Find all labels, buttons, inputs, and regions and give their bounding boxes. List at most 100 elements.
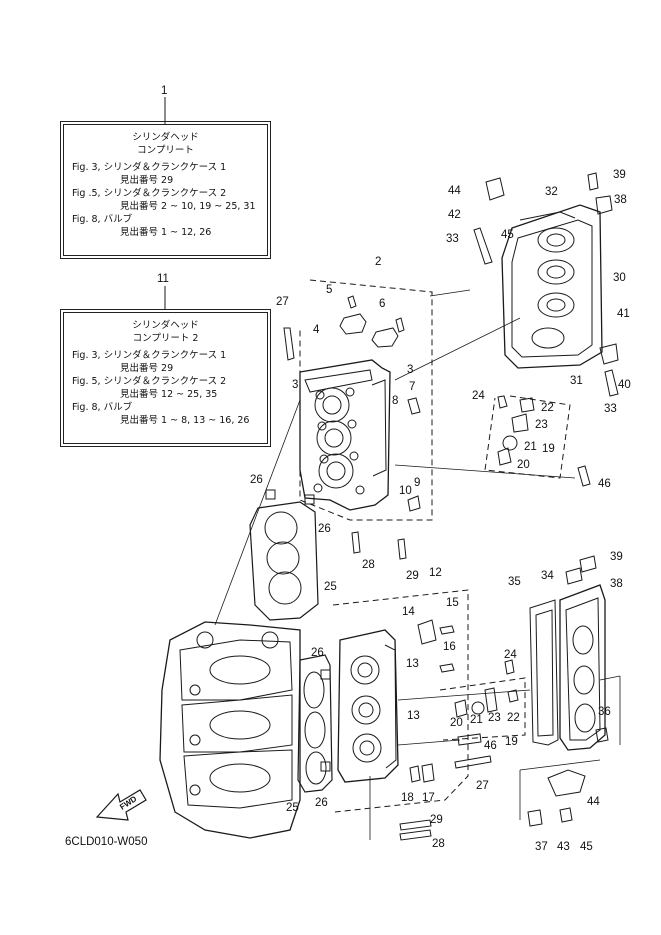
callout-13: 13 bbox=[406, 658, 419, 670]
group-box-19b bbox=[439, 677, 526, 741]
callout-10: 10 bbox=[399, 485, 412, 497]
note-11-title: シリンダヘッド bbox=[132, 320, 199, 331]
callout-18: 18 bbox=[401, 792, 414, 804]
note-11-sub-1: 見出番号 29 bbox=[120, 363, 174, 374]
note-11-sub-3: 見出番号 1 ~ 8, 13 ~ 16, 26 bbox=[120, 415, 250, 426]
callout-34: 34 bbox=[541, 570, 554, 582]
note-11-line-1: Fig. 3, シリンダ＆クランクケース 1 見出番号 29 bbox=[72, 349, 259, 375]
cylinder-head-upper bbox=[299, 359, 391, 511]
callout-40: 40 bbox=[618, 379, 631, 391]
callout-25b: 25 bbox=[286, 802, 299, 814]
note-1-line-3: Fig. 8, バルブ 見出番号 1 ~ 12, 26 bbox=[72, 213, 259, 239]
callout-45: 45 bbox=[501, 229, 514, 241]
callout-26b: 26 bbox=[318, 523, 331, 535]
cylinder-block bbox=[159, 621, 301, 839]
callout-43: 43 bbox=[557, 841, 570, 853]
callout-46b: 46 bbox=[484, 740, 497, 752]
callout-17: 17 bbox=[422, 792, 435, 804]
callout-44: 44 bbox=[448, 185, 461, 197]
callout-28b: 28 bbox=[432, 838, 445, 850]
note-1-sub-2: 見出番号 2 ~ 10, 19 ~ 25, 31 bbox=[120, 201, 256, 212]
callout-26d: 26 bbox=[315, 797, 328, 809]
assembly-lines bbox=[214, 289, 621, 840]
group-box-19 bbox=[484, 395, 571, 479]
note-1-line-1: Fig. 3, シリンダ＆クランクケース 1 見出番号 29 bbox=[72, 161, 259, 187]
group-box-12 bbox=[332, 589, 469, 813]
callout-33b: 33 bbox=[604, 403, 617, 415]
callout-21b: 21 bbox=[470, 714, 483, 726]
callout-9: 9 bbox=[414, 477, 420, 489]
note-11-line-3: Fig. 8, バルブ 見出番号 1 ~ 8, 13 ~ 16, 26 bbox=[72, 401, 259, 427]
callout-22b: 22 bbox=[507, 712, 520, 724]
callout-31: 31 bbox=[570, 375, 583, 387]
note-1-sub-1: 見出番号 29 bbox=[120, 175, 174, 186]
callout-5: 5 bbox=[326, 284, 332, 296]
callout-6: 6 bbox=[379, 298, 385, 310]
note-11-line-2: Fig. 5, シリンダ＆クランクケース 2 見出番号 12 ~ 25, 35 bbox=[72, 375, 259, 401]
drawing-code: 6CLD010-W050 bbox=[65, 836, 148, 848]
callout-30: 30 bbox=[613, 272, 626, 284]
callout-22: 22 bbox=[541, 402, 554, 414]
callout-14: 14 bbox=[402, 606, 415, 618]
callout-12: 12 bbox=[429, 567, 442, 579]
fwd-arrow-icon: FWD bbox=[95, 789, 147, 821]
callout-28: 28 bbox=[362, 559, 375, 571]
note-ref-11: 11 bbox=[157, 273, 169, 285]
callout-27b: 27 bbox=[476, 780, 489, 792]
note-1-subtitle: コンプリート bbox=[137, 145, 194, 156]
note-1-fig-2: Fig .5, シリンダ＆クランクケース 2 bbox=[72, 188, 227, 199]
callout-7: 7 bbox=[409, 381, 415, 393]
callout-45b: 45 bbox=[580, 841, 593, 853]
callout-29b: 29 bbox=[430, 814, 443, 826]
callout-27: 27 bbox=[276, 296, 289, 308]
callout-42: 42 bbox=[448, 209, 461, 221]
exhaust-cover-34 bbox=[559, 584, 606, 751]
note-1-sub-3: 見出番号 1 ~ 12, 26 bbox=[120, 227, 212, 238]
callout-39b: 39 bbox=[610, 551, 623, 563]
note-1-fig-1: Fig. 3, シリンダ＆クランクケース 1 bbox=[72, 162, 227, 173]
callout-41: 41 bbox=[617, 308, 630, 320]
callout-37: 37 bbox=[535, 841, 548, 853]
callout-labels: 2 3 3 4 5 6 7 8 9 10 12 13 13 14 15 16 1… bbox=[250, 169, 631, 853]
callout-24: 24 bbox=[472, 390, 485, 402]
callout-4: 4 bbox=[313, 324, 320, 336]
small-parts bbox=[265, 172, 619, 841]
callout-23b: 23 bbox=[488, 712, 501, 724]
exhaust-cover-30 bbox=[501, 204, 603, 369]
callout-21: 21 bbox=[524, 441, 537, 453]
callout-23: 23 bbox=[535, 419, 548, 431]
callout-15: 15 bbox=[446, 597, 459, 609]
callout-26c: 26 bbox=[311, 647, 324, 659]
note-11-fig-3: Fig. 8, バルブ bbox=[72, 402, 133, 413]
callout-38b: 38 bbox=[610, 578, 623, 590]
note-11-subtitle: コンプリート 2 bbox=[132, 333, 199, 344]
fwd-label: FWD bbox=[118, 794, 138, 812]
callout-36: 36 bbox=[598, 706, 611, 718]
callout-3: 3 bbox=[292, 379, 298, 391]
callout-44b: 44 bbox=[587, 796, 600, 808]
callout-24b: 24 bbox=[504, 649, 517, 661]
head-gasket-lower bbox=[297, 654, 333, 793]
note-1-title: シリンダヘッド bbox=[132, 132, 199, 143]
callout-19: 19 bbox=[542, 443, 555, 455]
callout-46: 46 bbox=[598, 478, 611, 490]
callout-8: 8 bbox=[392, 395, 398, 407]
head-gasket-upper bbox=[249, 501, 319, 621]
callout-25: 25 bbox=[324, 581, 337, 593]
gasket-35 bbox=[529, 599, 559, 746]
note-1-line-2: Fig .5, シリンダ＆クランクケース 2 見出番号 2 ~ 10, 19 ~… bbox=[72, 187, 259, 213]
note-11-fig-1: Fig. 3, シリンダ＆クランクケース 1 bbox=[72, 350, 227, 361]
cylinder-head-lower bbox=[337, 629, 399, 783]
note-ref-1: 1 bbox=[161, 85, 167, 97]
callout-26: 26 bbox=[250, 474, 263, 486]
callout-20b: 20 bbox=[450, 717, 463, 729]
callout-16: 16 bbox=[443, 641, 456, 653]
cam-caps bbox=[339, 313, 399, 348]
callout-32: 32 bbox=[545, 186, 558, 198]
note-11-fig-2: Fig. 5, シリンダ＆クランクケース 2 bbox=[72, 376, 227, 387]
callout-20: 20 bbox=[517, 459, 530, 471]
callout-19b: 19 bbox=[505, 736, 518, 748]
callout-29: 29 bbox=[406, 570, 419, 582]
